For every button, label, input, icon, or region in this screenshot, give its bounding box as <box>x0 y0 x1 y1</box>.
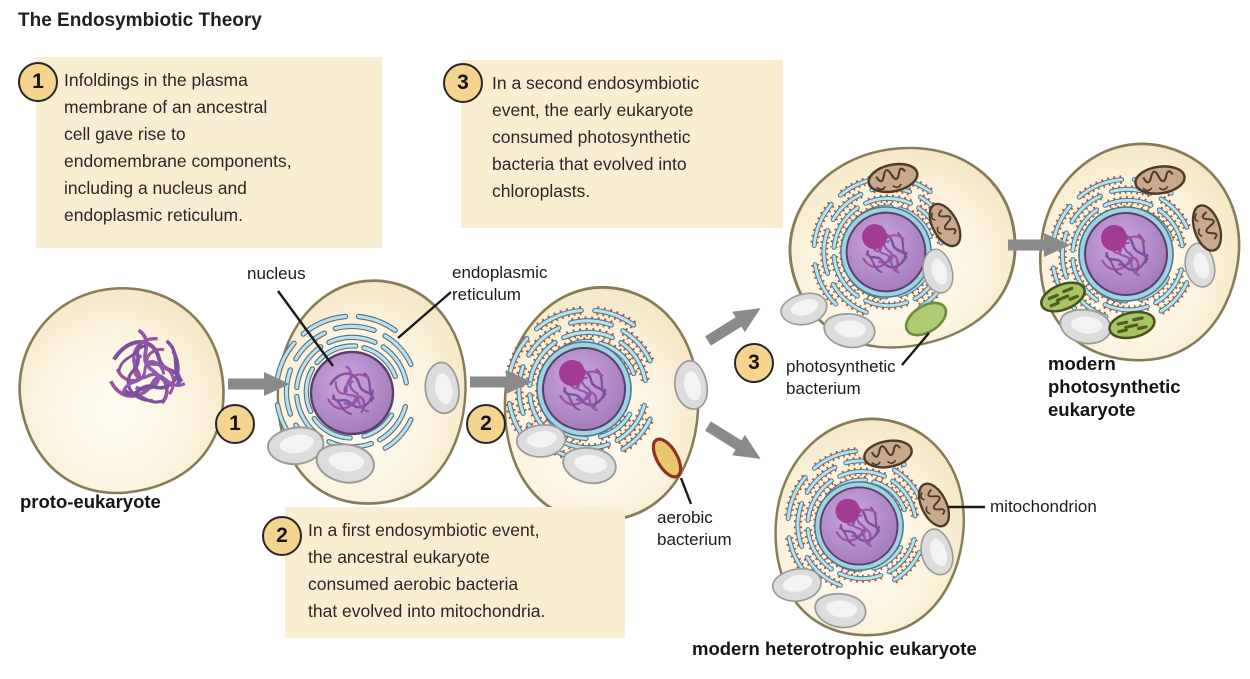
aerobic-bacterium-leader-line <box>679 477 693 505</box>
mitochondrion-label: mitochondrion <box>990 497 1097 516</box>
step-2-arrow-marker: 2 <box>466 404 506 444</box>
nucleus <box>841 207 931 297</box>
nucleus <box>537 342 631 436</box>
nucleus-leader-line <box>277 290 334 367</box>
arrow-icon <box>701 415 767 470</box>
er-leader-line <box>397 291 452 339</box>
step-1-arrow-marker: 1 <box>215 404 255 444</box>
photosynthetic-bacterium-label: photosynthetic bacterium <box>786 357 896 398</box>
modern-photosynthetic-eukaryote-label: modern photosynthetic eukaryote <box>1048 353 1181 420</box>
photosynthetic-bacterium <box>904 301 948 337</box>
modern-heterotrophic-eukaryote-label: modern heterotrophic eukaryote <box>692 638 977 659</box>
endoplasmic-reticulum-label: endoplasmic reticulum <box>452 263 548 304</box>
step-2-badge: 2 <box>262 516 302 556</box>
step-3-badge: 3 <box>443 63 483 103</box>
leader-lines <box>277 290 985 509</box>
page-title: The Endosymbiotic Theory <box>18 10 262 31</box>
proto-eukaryote-label: proto-eukaryote <box>20 491 161 512</box>
callout-step-3: In a second endosymbiotic event, the ear… <box>461 60 783 228</box>
aerobic-bacterium <box>651 437 683 479</box>
cell-modern-photosynthetic <box>1019 124 1250 381</box>
cell-early-eukaryote <box>264 271 476 513</box>
nucleus-label: nucleus <box>247 264 306 283</box>
step-1-badge: 1 <box>18 62 58 102</box>
aerobic-bacterium-label: aerobic bacterium <box>657 508 732 549</box>
cell-second-endosymbiosis <box>772 128 1033 366</box>
callout-step-1: Infoldings in the plasma membrane of an … <box>36 57 382 248</box>
step-3-arrow-marker: 3 <box>734 343 774 383</box>
cell-first-endosymbiosis <box>497 280 714 528</box>
nucleus <box>1079 207 1173 301</box>
nucleus <box>815 482 903 570</box>
nucleus <box>311 352 393 434</box>
callout-step-2: In a first endosymbiotic event, the ance… <box>285 507 625 638</box>
cell-proto-eukaryote <box>5 273 238 507</box>
cell-modern-heterotrophic <box>760 405 979 649</box>
photosynthetic-bacterium-leader-line <box>901 332 930 366</box>
